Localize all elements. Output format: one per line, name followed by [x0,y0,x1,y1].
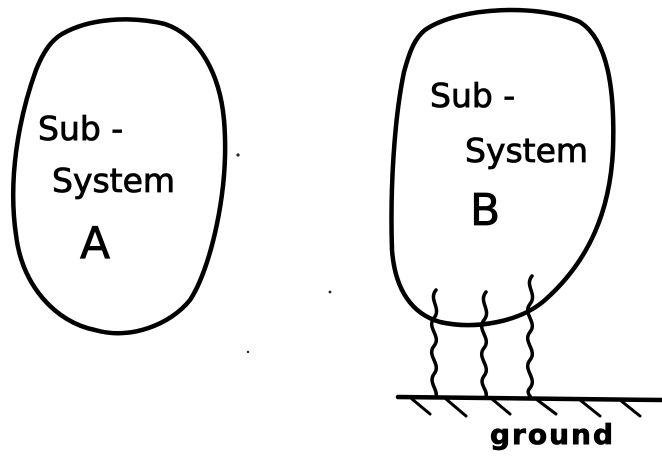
subsystem-a: Sub - System A [10,17,228,336]
ground-hatch [444,397,468,418]
subsystem-a-line2: System [52,161,175,200]
subsystem-b-outline [389,7,616,328]
ground-connections [430,274,535,398]
subsystem-b-line1: Sub - [430,76,515,115]
spring-middle [480,290,489,398]
scan-speck [236,153,240,157]
subsystem-b: Sub - System B [389,7,616,328]
ground-hatch [410,397,432,416]
scan-speck [328,290,332,294]
spring-right [526,274,535,398]
subsystem-a-outline [10,17,228,336]
subsystem-a-line1: Sub - [38,109,123,148]
subsystem-b-letter: B [470,185,500,236]
subsystem-a-letter: A [80,218,110,269]
ground-hatch [534,397,558,416]
subsystem-b-line2: System [465,131,588,170]
ground-symbol: ground [395,394,662,451]
scan-speck [246,350,250,354]
ground-label: ground [490,418,615,451]
ground-hatch [578,398,602,418]
ground-hatch [490,397,512,416]
spring-left [430,288,439,398]
ground-hatch [618,398,642,418]
ground-line [395,394,662,403]
